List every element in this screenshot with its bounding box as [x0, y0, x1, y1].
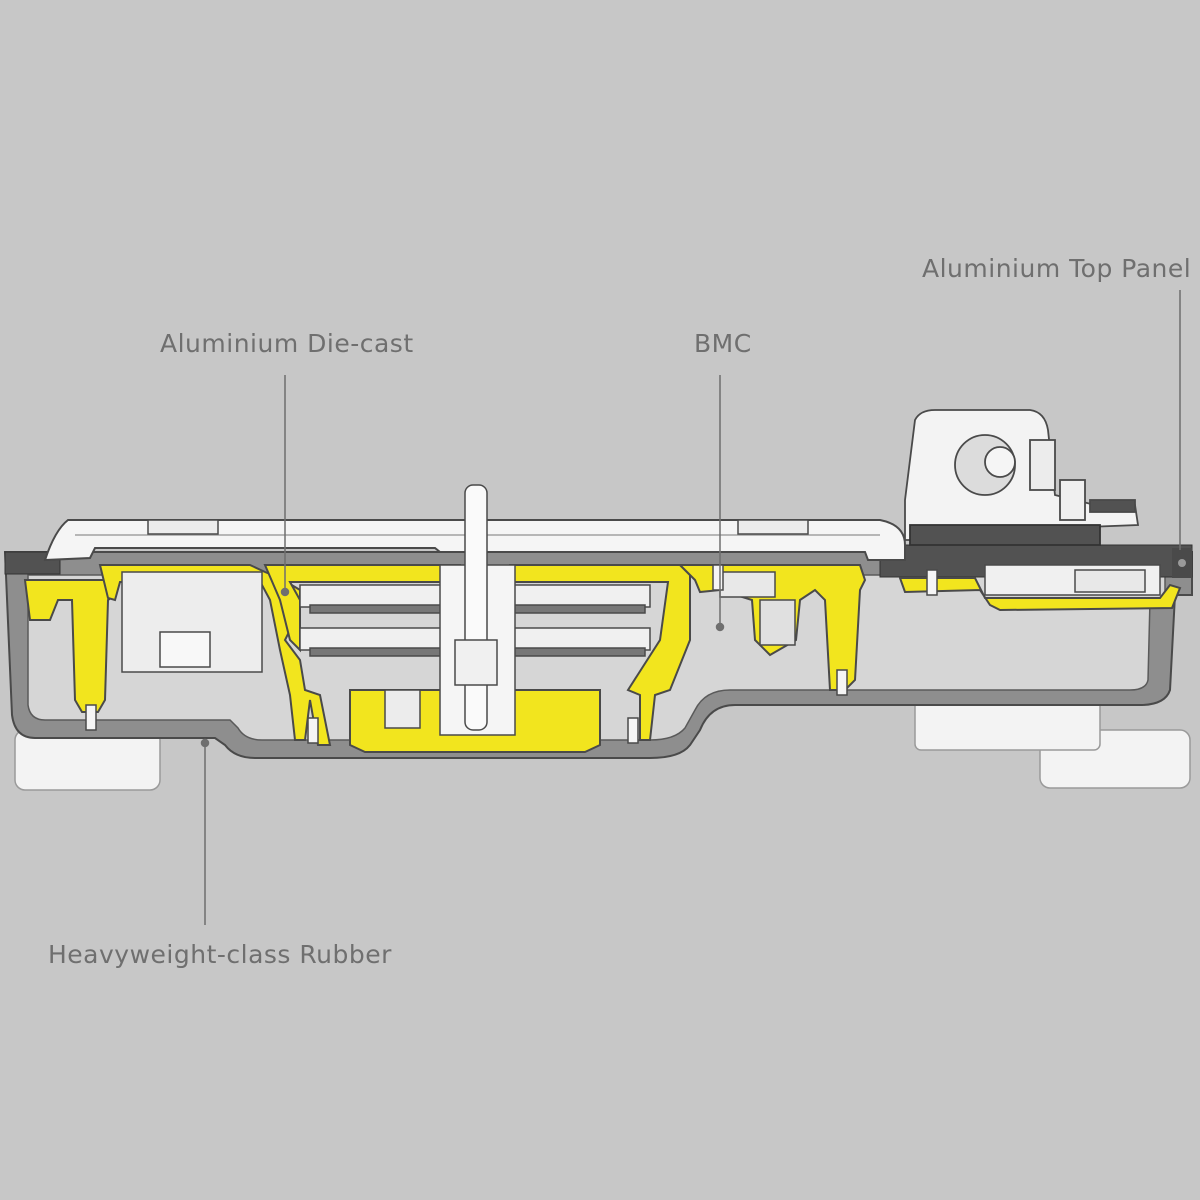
underside-motor-housing: [914, 699, 1101, 751]
bmc-block: [759, 599, 796, 646]
tonearm-counterweight: [1029, 439, 1056, 491]
spindle-bearing: [454, 639, 498, 686]
die-cast-right-ring: [509, 564, 691, 741]
bmc-leader-dot: [715, 622, 725, 632]
feet: [14, 699, 1191, 791]
bolt: [627, 717, 639, 744]
power-supply-inner: [159, 631, 211, 668]
tonearm-lift-lever: [1059, 479, 1086, 521]
tonearm-assembly: [904, 409, 1140, 546]
top-panel-screw: [1178, 559, 1186, 567]
internal-components: [121, 484, 1161, 736]
right-circuit: [1074, 569, 1146, 593]
tonearm-rest: [1089, 499, 1136, 513]
label-bmc: BMC: [694, 329, 752, 358]
motor-coil-band-1: [309, 604, 461, 614]
sensor-module: [384, 689, 421, 729]
leader-lines: [200, 290, 1181, 925]
platter-mat-right: [737, 519, 809, 535]
label-heavyweight-rubber: Heavyweight-class Rubber: [48, 940, 392, 969]
bolt: [307, 717, 319, 744]
bolt: [712, 564, 724, 591]
rubber-leader-dot: [200, 738, 210, 748]
bolt: [926, 569, 938, 596]
label-aluminium-top-panel: Aluminium Top Panel: [922, 254, 1192, 283]
bmc-bracket: [719, 571, 776, 598]
motor-coil-band-3: [499, 604, 646, 614]
die-cast-right-tray: [898, 577, 1182, 612]
motor-coil-band-2: [309, 647, 461, 657]
bolt: [85, 704, 97, 731]
motor-coil-band-4: [499, 647, 646, 657]
die-cast-leader-dot: [280, 587, 290, 597]
platter-mat-left: [147, 519, 219, 535]
label-aluminium-die-cast: Aluminium Die-cast: [160, 329, 414, 358]
tonearm-plate: [909, 524, 1101, 546]
tonearm-knob: [984, 446, 1016, 478]
tonearm-base: [904, 409, 1140, 541]
bolts: [85, 564, 938, 744]
spindle-shaft: [464, 484, 488, 731]
bolt: [836, 669, 848, 696]
